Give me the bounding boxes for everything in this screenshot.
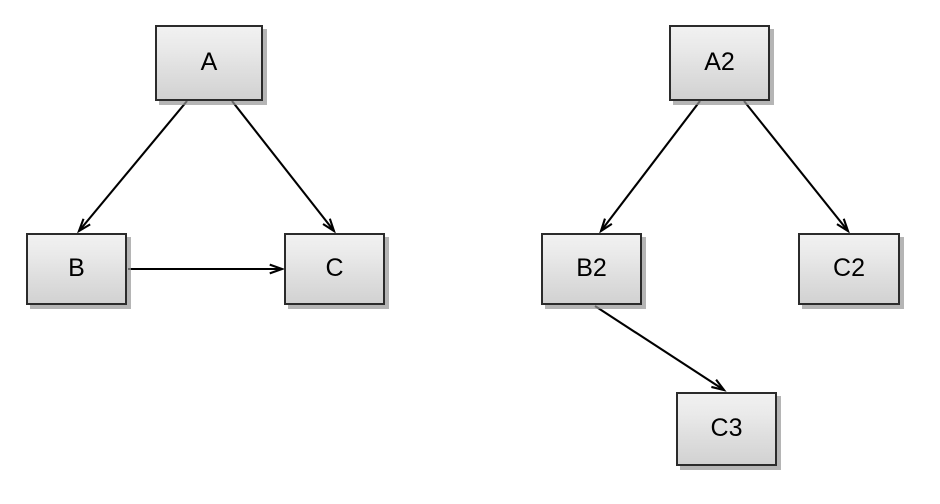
node-c3[interactable]: C3 bbox=[676, 392, 777, 466]
node-a2-label: A2 bbox=[704, 48, 735, 76]
edge-a-b-arrowhead-icon bbox=[76, 218, 91, 234]
edge-b-c-arrowhead-icon bbox=[269, 263, 286, 275]
edge-a2-b2 bbox=[599, 100, 701, 234]
edge-b-c bbox=[128, 263, 286, 275]
node-a[interactable]: A bbox=[155, 25, 263, 101]
node-b[interactable]: B bbox=[26, 233, 127, 305]
node-b2[interactable]: B2 bbox=[541, 233, 642, 305]
node-c[interactable]: C bbox=[284, 233, 385, 305]
node-a2[interactable]: A2 bbox=[669, 25, 770, 101]
node-c-label: C bbox=[325, 254, 344, 282]
node-a-label: A bbox=[200, 48, 218, 76]
node-c2-label: C2 bbox=[833, 254, 865, 282]
edge-b2-c3-arrowhead-icon bbox=[711, 379, 727, 392]
node-c3-label: C3 bbox=[710, 414, 743, 442]
node-b2-label: B2 bbox=[576, 254, 607, 282]
edge-a-c bbox=[231, 100, 336, 234]
edge-a2-c2 bbox=[743, 100, 850, 234]
edge-a-b bbox=[76, 100, 188, 234]
edge-a2-b2-arrowhead-icon bbox=[599, 218, 613, 234]
node-c2[interactable]: C2 bbox=[798, 233, 900, 305]
edge-a2-c2-arrowhead-icon bbox=[836, 218, 850, 234]
edge-a-c-arrowhead-icon bbox=[322, 218, 336, 234]
edge-b2-c3 bbox=[594, 305, 727, 392]
node-b-label: B bbox=[68, 254, 85, 282]
